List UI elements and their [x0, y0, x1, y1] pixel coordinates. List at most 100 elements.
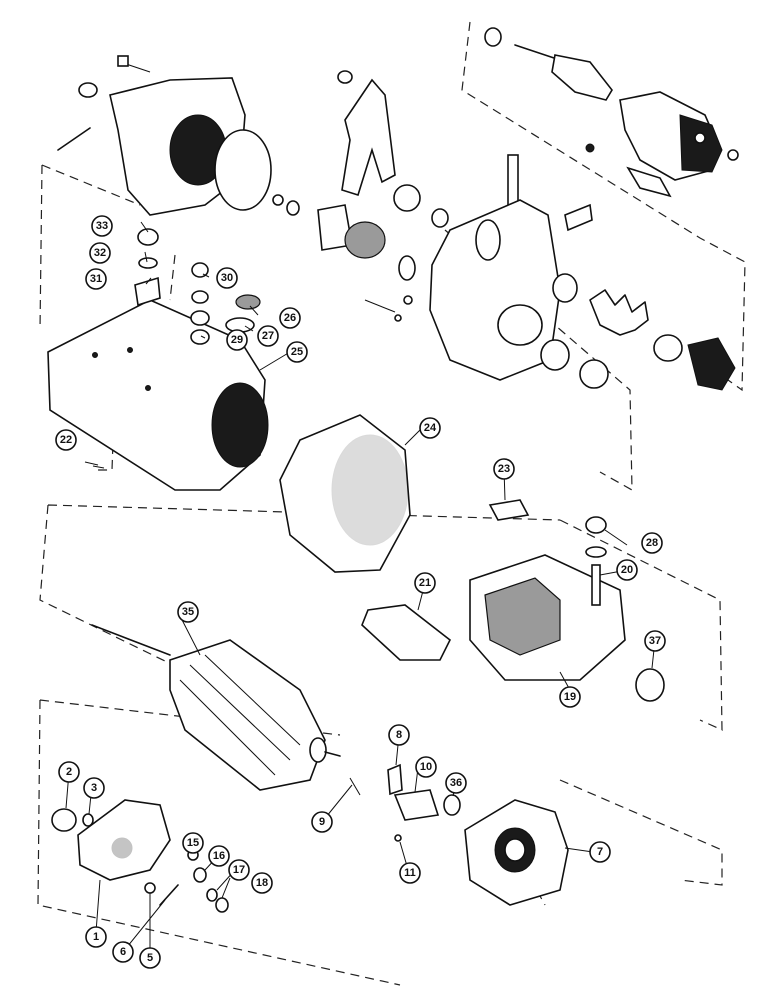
callout-24: 24 — [419, 417, 441, 439]
spring-seat — [653, 334, 683, 362]
callout-2: 2 — [58, 761, 80, 783]
terminal-washer-28 — [585, 546, 607, 558]
pole-shoe-21 — [361, 604, 452, 661]
callout-35: 35 — [177, 601, 199, 623]
armature-windings — [179, 654, 301, 776]
callout-15: 15 — [182, 832, 204, 854]
washer-17 — [206, 888, 218, 902]
svg-text:16: 16 — [213, 850, 225, 862]
plunger-rod — [514, 44, 561, 61]
svg-text:15: 15 — [187, 837, 199, 849]
center-housing-bore — [497, 304, 543, 346]
field-band — [279, 414, 411, 573]
svg-text:31: 31 — [90, 273, 102, 285]
svg-text:24: 24 — [424, 422, 437, 434]
field-band-inner — [331, 434, 409, 546]
plunger-bushing — [540, 339, 570, 371]
lever-pivot-bushing — [337, 70, 353, 84]
frame-hardware — [84, 228, 261, 466]
end-plate-group — [51, 799, 229, 913]
housing-screw — [364, 299, 396, 313]
callout-3: 3 — [83, 777, 105, 799]
retainer-ring — [272, 194, 284, 206]
washer-6 — [144, 882, 156, 894]
plunger-pin — [564, 203, 593, 232]
insulator-23 — [488, 499, 530, 521]
svg-text:18: 18 — [256, 877, 268, 889]
svg-text:6: 6 — [120, 946, 126, 958]
housing-bushing — [78, 82, 98, 98]
bushing-2 — [51, 808, 77, 832]
brush-group — [349, 763, 461, 842]
shift-lever — [341, 78, 396, 197]
commutator — [309, 737, 327, 763]
callout-7: 7 — [589, 841, 611, 863]
callout-31: 31 — [85, 268, 107, 290]
thrust-collar — [286, 200, 300, 216]
solenoid-terminal-a — [694, 132, 706, 144]
armature-shaft — [91, 624, 171, 656]
frame-hole-c — [145, 385, 151, 391]
svg-text:23: 23 — [498, 463, 510, 475]
armature-group — [91, 624, 341, 791]
svg-text:33: 33 — [96, 220, 108, 232]
solenoid-washer — [484, 27, 502, 47]
callout-23: 23 — [493, 458, 515, 480]
drive-washer — [398, 255, 416, 281]
bushing-37 — [635, 668, 665, 702]
end-frame-group — [464, 799, 569, 906]
callout-22: 22 — [55, 429, 77, 451]
washer-32 — [138, 257, 158, 269]
housing-cavity — [475, 219, 501, 261]
armature-shaft-end — [324, 751, 341, 757]
svg-text:20: 20 — [621, 564, 633, 576]
callout-29: 29 — [226, 329, 248, 351]
strap-31 — [134, 276, 161, 307]
svg-text:25: 25 — [291, 346, 303, 358]
svg-text:17: 17 — [233, 864, 245, 876]
callout-18: 18 — [251, 872, 273, 894]
clutch-assembly — [344, 221, 386, 259]
screw-22 — [84, 461, 99, 466]
callout-25: 25 — [286, 341, 308, 363]
bolt-leader-dashed — [98, 384, 116, 471]
svg-text:3: 3 — [91, 782, 97, 794]
washer-29-b — [190, 329, 210, 345]
solenoid-screw — [585, 143, 595, 153]
drive-housing-group — [57, 55, 272, 216]
return-spring — [589, 289, 649, 336]
center-housing-group — [364, 154, 593, 381]
screw-9 — [349, 777, 361, 796]
svg-text:5: 5 — [147, 952, 153, 964]
svg-text:21: 21 — [419, 577, 431, 589]
washer-3 — [82, 813, 94, 827]
solenoid-assembly — [484, 27, 739, 198]
washer-29-a — [190, 310, 210, 326]
frame-hole-a — [92, 352, 98, 358]
svg-text:22: 22 — [60, 434, 72, 446]
frame-hole-b — [127, 347, 133, 353]
svg-text:32: 32 — [94, 247, 106, 259]
svg-text:26: 26 — [284, 312, 296, 324]
solenoid-plunger — [551, 54, 613, 101]
callout-10: 10 — [415, 756, 437, 778]
nut-30-top — [191, 262, 209, 278]
field-coil-winding — [484, 577, 561, 656]
callout-33: 33 — [91, 215, 113, 237]
svg-text:2: 2 — [66, 766, 72, 778]
brush-holder-10 — [393, 789, 440, 821]
svg-text:1: 1 — [93, 931, 99, 943]
callout-16: 16 — [208, 845, 230, 867]
svg-text:19: 19 — [564, 691, 576, 703]
callout-27: 27 — [257, 325, 279, 347]
washer-16 — [193, 867, 207, 883]
svg-text:35: 35 — [182, 606, 194, 618]
terminal-nut-28 — [585, 516, 607, 534]
callout-9: 9 — [311, 811, 333, 833]
callout-17: 17 — [228, 859, 250, 881]
drive-bearing — [393, 184, 421, 212]
housing-bolt-head — [117, 55, 129, 67]
field-band-group — [279, 414, 530, 573]
callout-6: 6 — [112, 941, 134, 963]
